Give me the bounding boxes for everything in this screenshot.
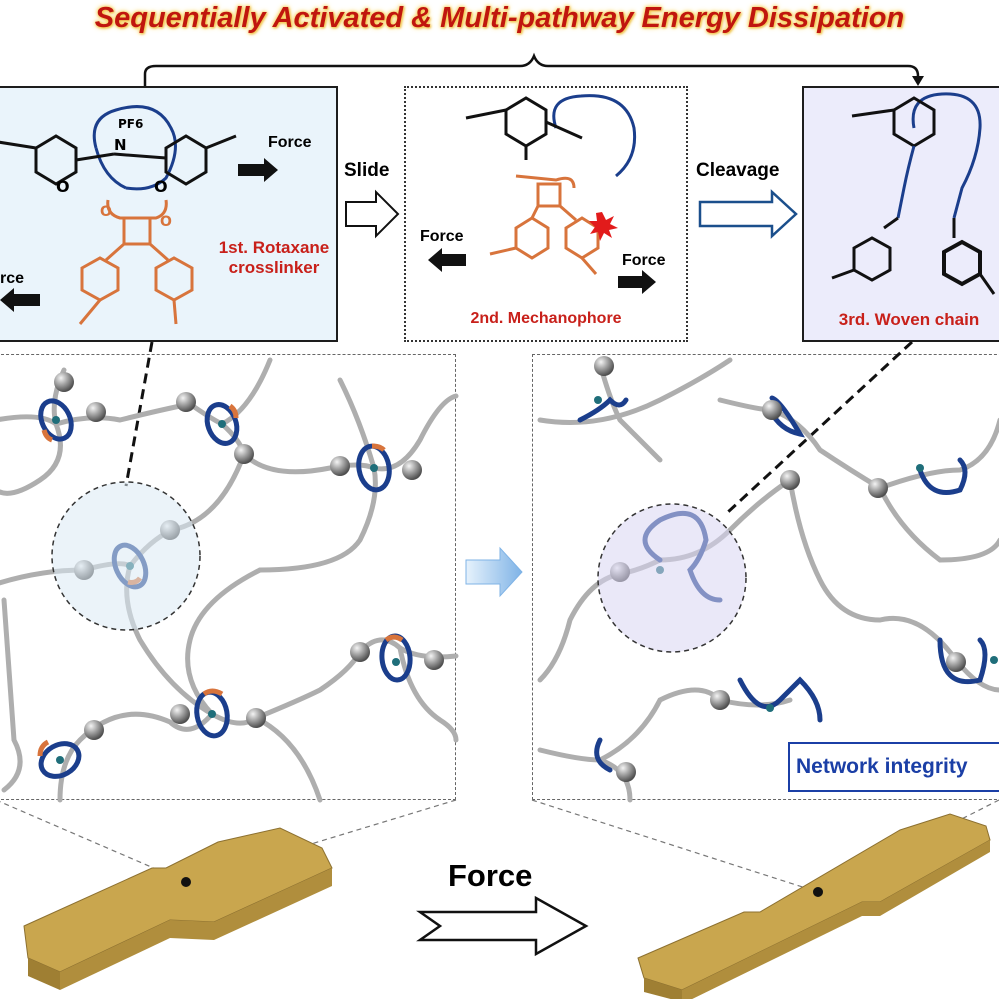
force-label-left: Force	[420, 228, 464, 245]
bottom-force-arrow	[416, 895, 589, 957]
force-arrow-right	[238, 158, 278, 182]
force-arrow-right	[618, 270, 656, 294]
cleavage-burst-icon	[589, 212, 618, 241]
zoom-circle-left	[51, 481, 201, 631]
mechanophore-panel: Force Force 2nd. Mechanophore	[404, 86, 688, 342]
rotaxane-structure: O O N PF6 O O	[0, 105, 278, 325]
force-label-right: Force	[268, 134, 312, 151]
bottom-force-label: Force	[448, 858, 533, 893]
force-label-left: rce	[0, 270, 25, 287]
specimen-before	[23, 827, 333, 990]
svg-text:O: O	[160, 214, 172, 230]
network-before-frame	[0, 354, 456, 800]
figure-title: Sequentially Activated & Multi-pathway E…	[94, 2, 905, 34]
svg-text:O: O	[100, 204, 112, 220]
transition-arrow	[465, 546, 523, 598]
brace-arrowhead	[912, 76, 924, 86]
svg-text:O: O	[56, 177, 70, 196]
specimen-after	[637, 813, 991, 999]
rotaxane-crosslinker-panel: O O N PF6 O O Force rce 1st. Rotaxane cr…	[0, 86, 338, 342]
svg-text:N: N	[114, 136, 127, 154]
woven-chain-structure	[831, 92, 996, 295]
mechanophore-structure	[428, 94, 656, 294]
top-brace	[143, 52, 920, 86]
rotaxane-label: 1st. Rotaxane crosslinker	[218, 238, 330, 277]
woven-chain-panel: 3rd. Woven chain	[802, 86, 999, 342]
network-integrity-badge: Network integrity	[788, 742, 999, 792]
force-label-right: Force	[622, 252, 666, 269]
zoom-circle-right	[597, 503, 747, 653]
force-arrow-left	[428, 248, 466, 272]
cleavage-label: Cleavage	[696, 160, 780, 181]
svg-text:O: O	[154, 177, 168, 196]
slide-label: Slide	[344, 160, 390, 181]
force-arrow-left	[0, 288, 40, 312]
network-integrity-label: Network integrity	[796, 755, 968, 778]
mechanophore-label: 2nd. Mechanophore	[470, 310, 622, 327]
svg-text:PF6: PF6	[118, 117, 143, 131]
network-after-frame	[532, 354, 999, 800]
woven-center-dots-right	[594, 396, 998, 712]
woven-chain-label: 3rd. Woven chain	[838, 310, 980, 329]
